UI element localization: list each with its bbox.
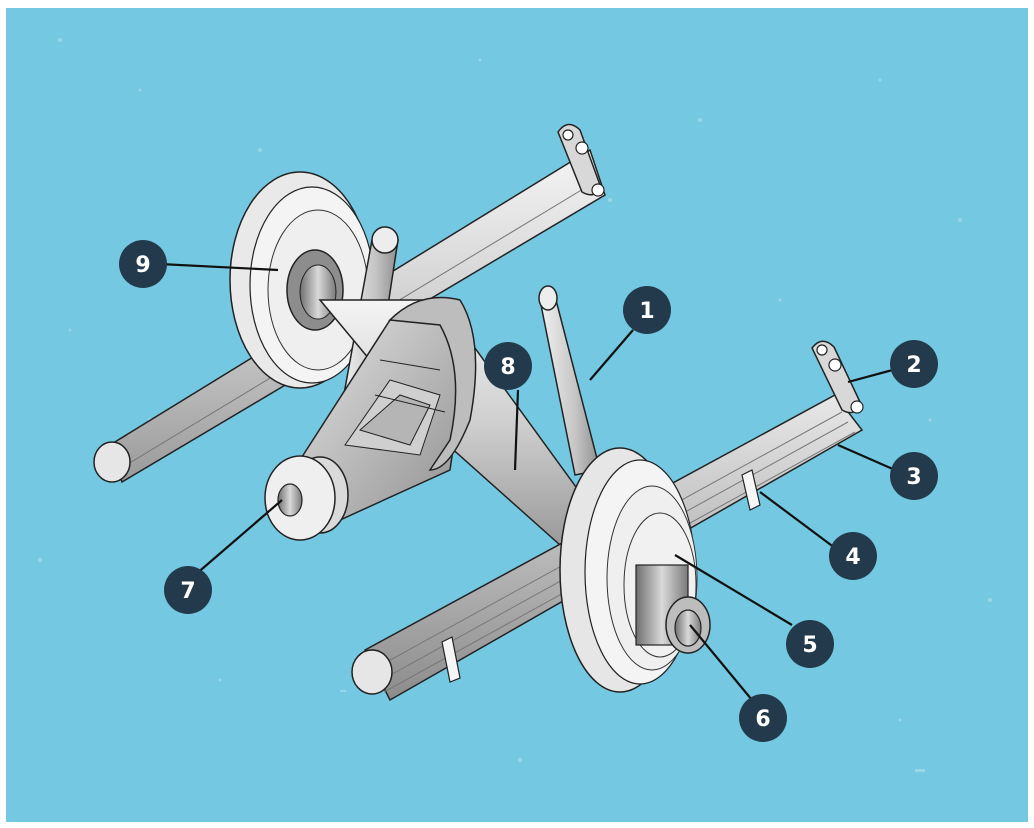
svg-text:3: 3 [906,465,921,490]
svg-text:1: 1 [639,299,654,324]
callout-3: 3 [890,452,938,500]
callout-7: 7 [164,566,212,614]
callout-6: 6 [739,694,787,742]
svg-text:6: 6 [755,707,770,732]
callout-1: 1 [623,286,671,334]
pinion-flange [265,456,348,540]
svg-text:8: 8 [500,355,515,380]
callout-8: 8 [484,342,532,390]
svg-text:2: 2 [906,353,921,378]
callout-4: 4 [829,532,877,580]
svg-text:4: 4 [845,545,860,570]
callout-9: 9 [119,240,167,288]
svg-text:7: 7 [180,579,195,604]
svg-text:5: 5 [802,633,817,658]
svg-text:9: 9 [135,253,150,278]
callout-5: 5 [786,620,834,668]
callout-2: 2 [890,340,938,388]
